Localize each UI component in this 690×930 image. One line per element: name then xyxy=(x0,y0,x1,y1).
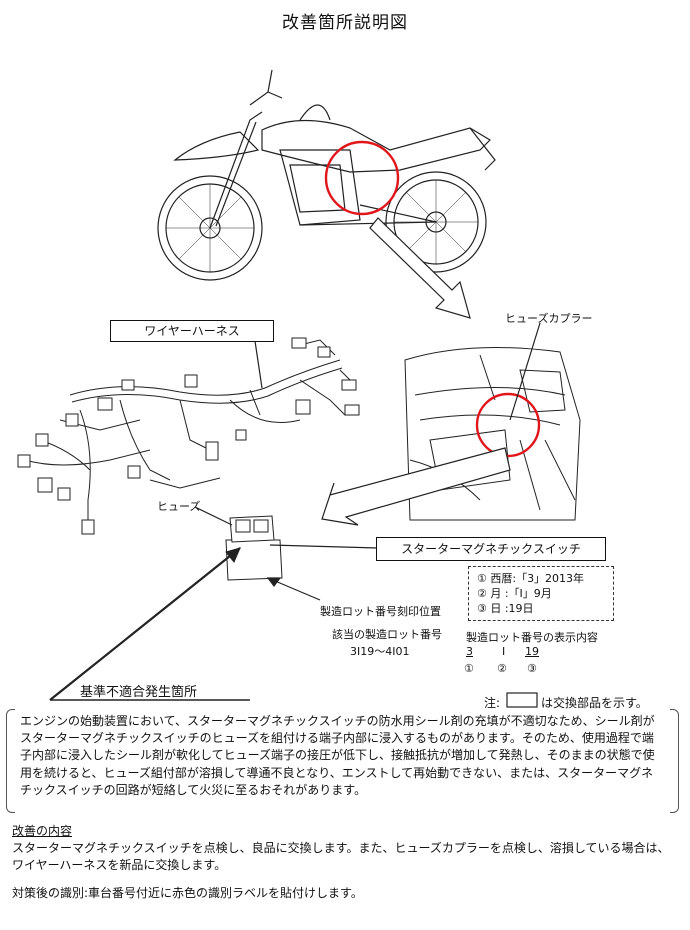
note-prefix: 注: xyxy=(484,696,501,710)
lot-part-year: 3 xyxy=(466,645,473,658)
starter-switch-label: スターターマグネチックスイッチ xyxy=(376,537,606,561)
defect-location-label: 基準不適合発生箇所 xyxy=(80,685,198,700)
description-bracket-right xyxy=(670,709,679,813)
identification-text: 対策後の識別:車台番号付近に赤色の識別ラベルを貼付けします。 xyxy=(12,886,363,900)
lot-part-day: 19 xyxy=(525,645,539,658)
lot-position-label: 製造ロット番号刻印位置 xyxy=(320,605,441,618)
page-title: 改善箇所説明図 xyxy=(282,13,408,33)
improvement-heading: 改善の内容 xyxy=(12,824,73,838)
lot-applicable-range: 3I19～4I01 xyxy=(350,645,410,658)
description-bracket-left xyxy=(6,709,15,813)
lot-part-month: I xyxy=(502,645,506,658)
note-suffix: は交換部品を示す。 xyxy=(541,696,648,710)
lot-legend-row: ③ 日 :19日 xyxy=(477,602,534,615)
motorcycle-drawing xyxy=(157,69,496,281)
lot-legend-box: ① 西暦:「3」2013年 ② 月 :「I」9月 ③ 日 :19日 xyxy=(468,566,614,621)
lot-marker: ① xyxy=(464,662,474,675)
lot-legend-row: ② 月 :「I」9月 xyxy=(477,587,552,600)
lot-legend-row: ① 西暦:「3」2013年 xyxy=(477,572,585,585)
lot-display-title: 製造ロット番号の表示内容 xyxy=(466,631,598,644)
lot-applicable-title: 該当の製造ロット番号 xyxy=(332,628,442,641)
closeup-drawing xyxy=(404,347,581,521)
fuse-drawing xyxy=(225,515,283,581)
wire-harness-label: ワイヤーハーネス xyxy=(110,320,274,342)
fuse-label: ヒューズ xyxy=(157,500,201,513)
fuse-coupler-label: ヒューズカプラー xyxy=(505,312,593,325)
lot-marker: ③ xyxy=(527,662,537,675)
defect-description: エンジンの始動装置において、スターターマグネチックスイッチの防水用シール剤の充填… xyxy=(20,714,655,797)
improvement-text: スターターマグネチックスイッチを点検し、良品に交換します。また、ヒューズカプラー… xyxy=(12,841,670,872)
lot-marker: ② xyxy=(497,662,507,675)
